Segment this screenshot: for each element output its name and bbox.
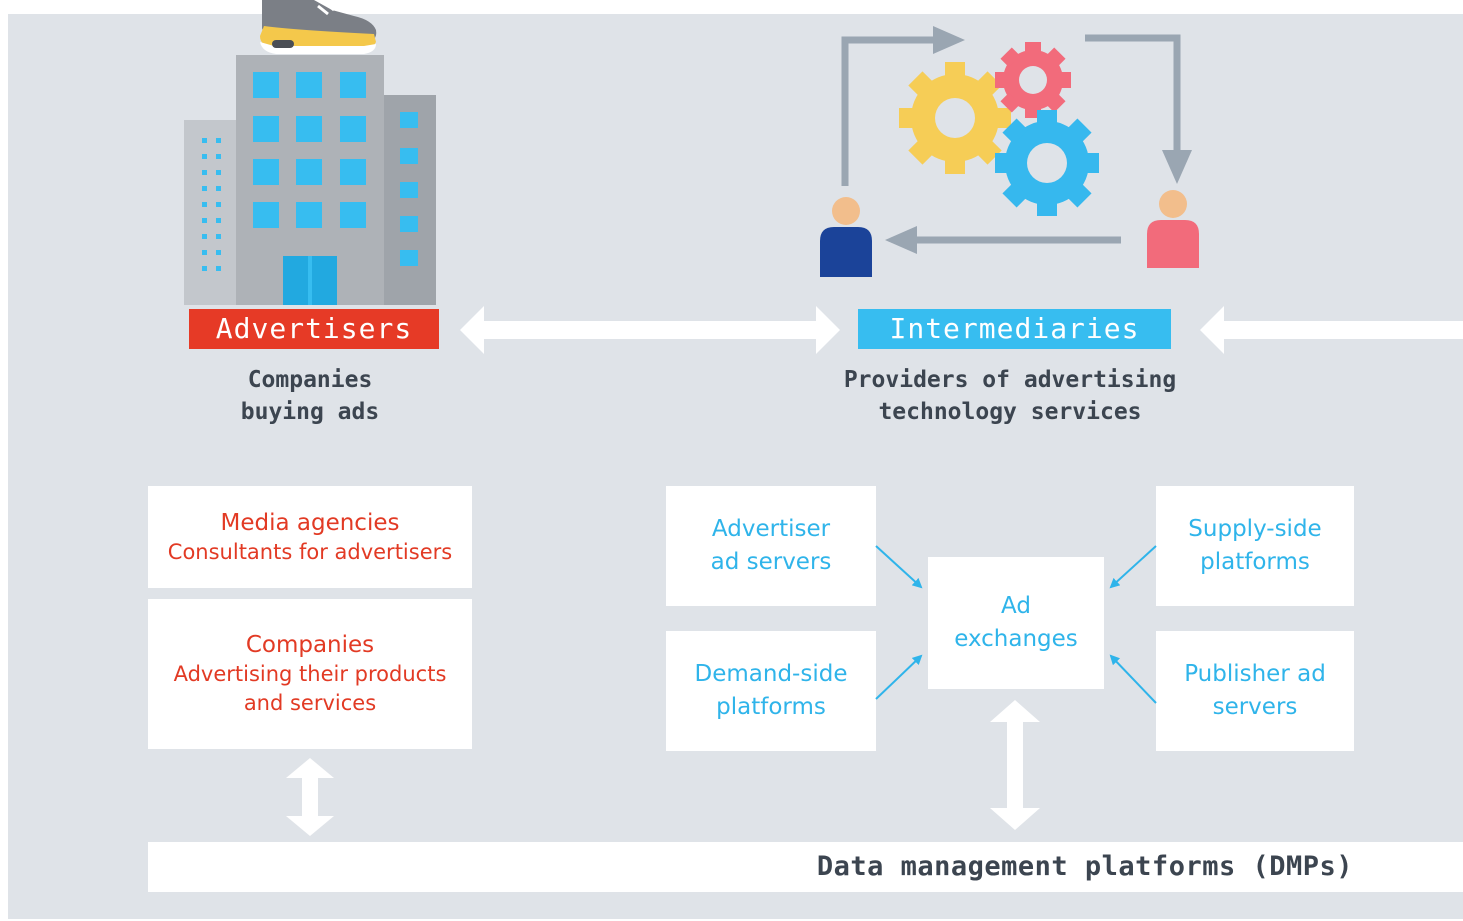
gears-icon [899,42,1099,216]
caption-line: Companies [247,367,373,393]
person-icon [1147,190,1199,268]
dmp-label: Data management platforms (DMPs) [816,851,1353,882]
caption-line: Providers of advertising [843,367,1177,393]
caption-line: buying ads [240,399,380,425]
box-title: Supply-side [1188,516,1322,542]
box-title: Publisher ad [1184,661,1326,687]
box-title: Demand-side [694,661,848,687]
demand-side-platforms-box: Demand-side platforms [666,631,876,751]
arrow-pub-to-adx [1109,654,1157,704]
advertisers-caption: Companies buying ads [180,364,440,428]
box-title: servers [1212,694,1298,720]
vertical-double-arrow-icon [990,700,1040,830]
box-title: platforms [1200,549,1310,575]
advertisers-label: Advertisers [189,309,439,349]
media-agencies-box: Media agencies Consultants for advertise… [148,486,472,588]
box-title: Advertiser [711,516,831,542]
supply-side-platforms-box: Supply-side platforms [1156,486,1354,606]
arrow-ssp-to-adx [1109,545,1157,589]
building-icon [184,55,436,305]
intermediaries-label: Intermediaries [858,309,1171,349]
companies-box: Companies Advertising their products and… [148,599,472,749]
advertiser-ad-servers-box: Advertiser ad servers [666,486,876,606]
shoe-icon [260,0,377,54]
arrow-adservers-to-adx [875,545,923,589]
box-title: exchanges [954,626,1078,652]
intermediaries-caption: Providers of advertising technology serv… [780,364,1240,428]
arrow-dsp-to-adx [875,654,923,700]
publisher-ad-servers-box: Publisher ad servers [1156,631,1354,751]
person-icon [820,197,872,277]
box-title: Companies [245,632,375,658]
box-subtitle: and services [243,691,377,715]
cycle-arrow-icon [841,26,1192,254]
box-title: platforms [716,694,826,720]
caption-line: technology services [878,399,1142,425]
double-arrow-icon [460,306,840,354]
dmp-bar: Data management platforms (DMPs) [148,842,1463,892]
ad-exchanges-box: Ad exchanges [928,557,1104,689]
box-title: Media agencies [220,509,400,536]
box-subtitle: Consultants for advertisers [167,539,453,564]
left-arrow-icon [1200,306,1463,354]
box-subtitle: Advertising their products [173,662,447,686]
box-title: ad servers [710,549,832,575]
vertical-double-arrow-icon [286,758,334,836]
box-title: Ad [1001,593,1031,619]
